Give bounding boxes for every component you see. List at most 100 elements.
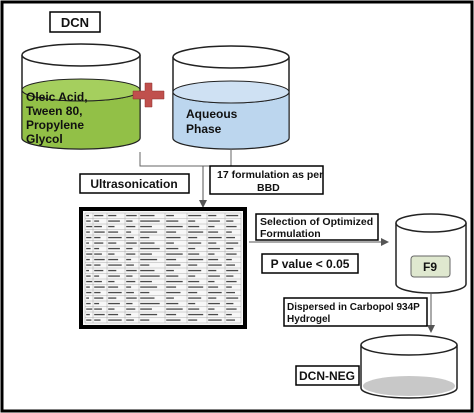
- table-cell-mark: [188, 225, 200, 228]
- table-cell-mark: [166, 231, 177, 233]
- table-cell-mark: [86, 225, 93, 228]
- dcn-neg-label: DCN-NEG: [299, 369, 355, 383]
- table-cell-mark: [188, 319, 198, 321]
- oil-phase-line-4: Glycol: [26, 132, 63, 146]
- f9-beaker: F9: [395, 213, 467, 294]
- table-cell-mark: [86, 291, 92, 294]
- table-cell-mark: [86, 297, 89, 299]
- table-cell-mark: [140, 269, 155, 272]
- table-cell-mark: [226, 264, 235, 266]
- dispersed-line-1: Dispersed in Carbopol 934P: [287, 302, 420, 313]
- table-cell-mark: [86, 236, 92, 239]
- table-cell-mark: [188, 231, 204, 233]
- formulation-text: 17 formulation as per BBD: [217, 169, 326, 194]
- table-cell-mark: [226, 302, 234, 305]
- table-cell-mark: [86, 231, 90, 233]
- table-cell-mark: [108, 236, 122, 239]
- table-cell-mark: [94, 231, 105, 233]
- table-cell-mark: [166, 214, 174, 217]
- pvalue-label: P value < 0.05: [271, 257, 350, 271]
- table-cell-mark: [166, 297, 174, 299]
- aqueous-phase-beaker: Aqueous Phase: [172, 45, 290, 150]
- table-cell-mark: [188, 253, 200, 255]
- table-cell-mark: [94, 291, 101, 294]
- table-cell-mark: [126, 264, 134, 266]
- oil-connector: [139, 152, 203, 167]
- table-cell-mark: [94, 280, 102, 283]
- table-cell-mark: [94, 220, 100, 222]
- table-cell-mark: [208, 231, 219, 233]
- table-cell-mark: [188, 297, 202, 299]
- table-cell-mark: [208, 319, 222, 321]
- table-cell-mark: [166, 236, 181, 239]
- table-cell-mark: [140, 264, 150, 266]
- table-cell-mark: [166, 313, 177, 316]
- formulation-line-1: 17 formulation as per: [217, 169, 323, 181]
- table-cell-mark: [94, 302, 100, 305]
- table-cell-mark: [226, 275, 234, 277]
- table-cell-mark: [226, 280, 237, 283]
- table-cell-mark: [140, 231, 158, 233]
- table-cell-mark: [126, 236, 134, 239]
- table-cell-mark: [140, 297, 155, 299]
- table-cell-mark: [94, 313, 105, 316]
- table-cell-mark: [188, 291, 198, 294]
- table-cell-mark: [108, 258, 119, 261]
- table-cell-mark: [140, 319, 150, 321]
- table-cell-mark: [208, 264, 222, 266]
- table-cell-mark: [140, 313, 158, 316]
- formulation-box: 17 formulation as per BBD: [209, 165, 326, 195]
- table-cell-mark: [108, 291, 122, 294]
- table-cell-mark: [94, 236, 101, 239]
- table-cell-mark: [140, 286, 158, 288]
- table-cell-mark: [188, 275, 196, 277]
- table-cell-mark: [108, 302, 120, 305]
- selection-text: Selection of Optimized Formulation: [260, 216, 376, 240]
- formulation-line-2: BBD: [257, 182, 280, 194]
- table-cell-mark: [94, 275, 100, 277]
- table-cell-mark: [226, 319, 235, 321]
- table-cell-mark: [208, 280, 215, 283]
- table-cell-mark: [166, 302, 179, 305]
- plus-icon: [132, 82, 165, 108]
- table-cell-mark: [86, 269, 89, 272]
- table-cell-mark: [188, 313, 204, 316]
- table-cell-mark: [126, 313, 132, 316]
- table-cell-mark: [108, 269, 117, 272]
- table-cell-mark: [188, 308, 200, 310]
- formulation-table: [79, 207, 247, 329]
- table-cell-mark: [208, 308, 215, 310]
- table-cell-mark: [86, 280, 93, 283]
- pvalue-box: P value < 0.05: [261, 253, 359, 274]
- table-cell-mark: [166, 308, 183, 310]
- table-cell-mark: [188, 286, 204, 288]
- table-cell-mark: [188, 302, 196, 305]
- table-cell-mark: [166, 242, 174, 244]
- table-cell-mark: [140, 308, 152, 310]
- table-cell-mark: [140, 225, 152, 228]
- table-cell-mark: [126, 269, 137, 272]
- table-cell-mark: [126, 258, 132, 261]
- table-cell-mark: [108, 297, 117, 299]
- table-cell-mark: [140, 220, 160, 222]
- table-cell-mark: [140, 280, 152, 283]
- table-cell-mark: [126, 220, 133, 222]
- table-cell-mark: [86, 214, 89, 217]
- table-cell-mark: [166, 275, 179, 277]
- table-cell-mark: [126, 308, 136, 310]
- table-cell-mark: [226, 242, 239, 244]
- table-cell-mark: [140, 275, 160, 277]
- table-cell-mark: [166, 319, 181, 321]
- table-cell-mark: [108, 319, 122, 321]
- table-cell-mark: [140, 253, 152, 255]
- table-cell-mark: [86, 264, 92, 266]
- table-cell-mark: [188, 264, 198, 266]
- table-cell-mark: [108, 308, 115, 310]
- table-cell-mark: [226, 297, 239, 299]
- table-cell-mark: [188, 220, 196, 222]
- table-cell-mark: [126, 291, 134, 294]
- oil-phase-line-3: Propylene: [26, 118, 84, 132]
- table-cell-mark: [208, 269, 217, 272]
- table-cell-mark: [94, 214, 104, 217]
- aqueous-connector: [203, 149, 232, 167]
